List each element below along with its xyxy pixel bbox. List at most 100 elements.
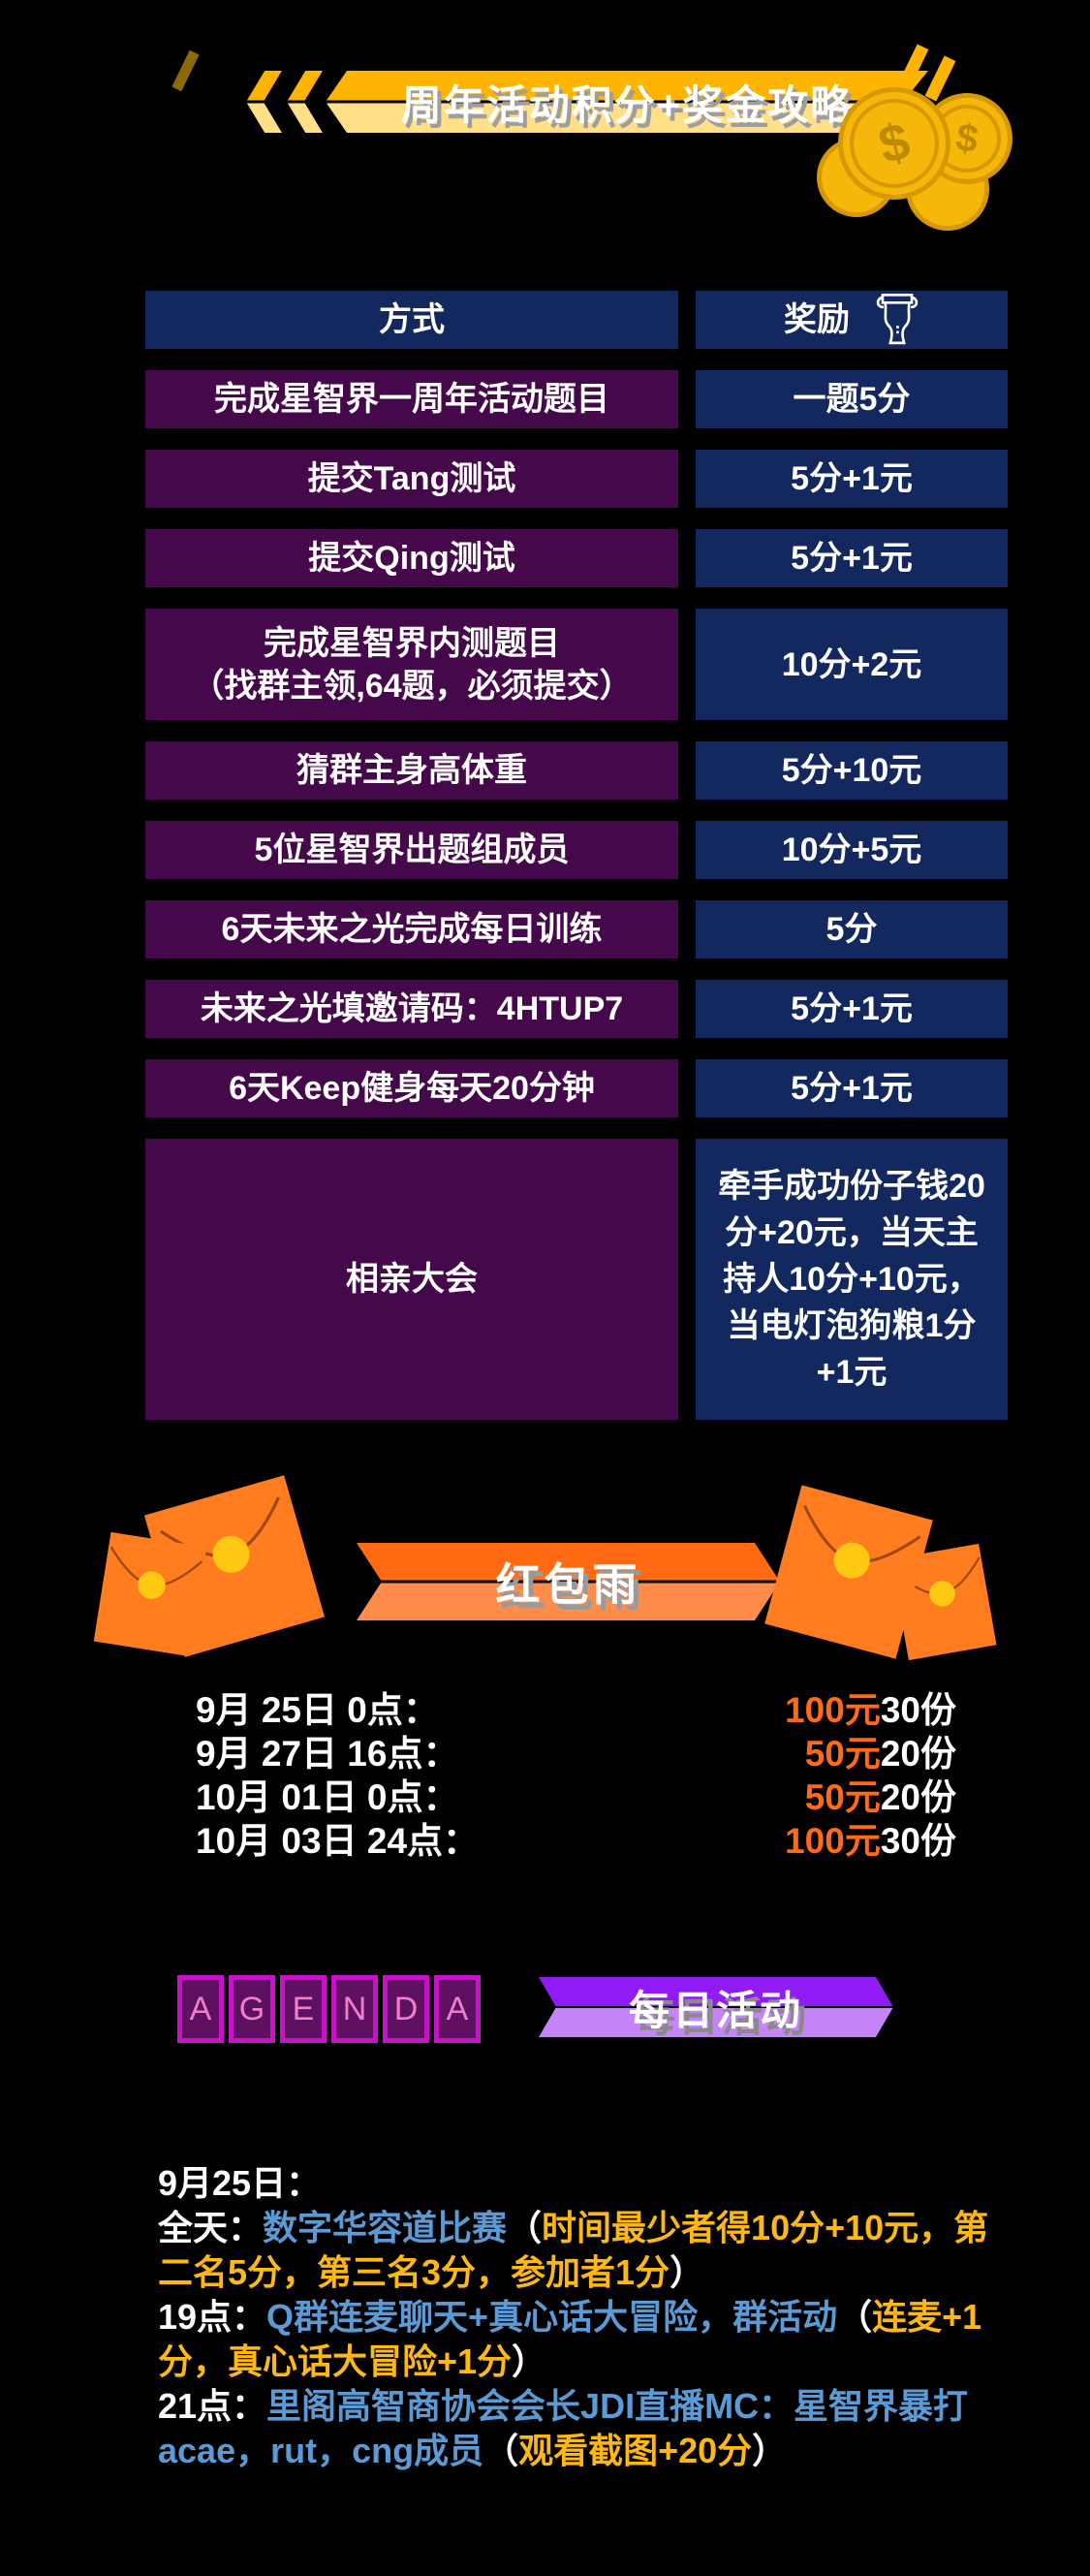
schedule-prize: 100元30份 xyxy=(610,1681,964,1733)
schedule-prize: 100元30份 xyxy=(610,1811,964,1864)
method-cell: 6天未来之光完成每日训练 xyxy=(145,900,678,958)
points-table: 方式 奖励 完成星智界一周年活动题目 一题5分 提交 xyxy=(145,291,1008,1420)
schedule-date: 9月 25日 0点： xyxy=(196,1689,439,1730)
red-packet-title: 红包雨 xyxy=(495,1559,641,1610)
table-row: 提交Tang测试 5分+1元 xyxy=(145,450,1008,508)
gold-coins-icon: $ $ xyxy=(817,87,1012,235)
schedule-count: 30份 xyxy=(880,1820,956,1861)
schedule-amount: 100元 xyxy=(785,1820,881,1861)
table-row: 6天未来之光完成每日训练 5分 xyxy=(145,900,1008,958)
paren-close: ） xyxy=(670,2252,705,2292)
red-packet-icon xyxy=(93,1531,207,1657)
daily-time: 21点： xyxy=(158,2386,267,2426)
reward-cell: 5分+1元 xyxy=(696,450,1008,508)
schedule-count: 20份 xyxy=(880,1733,956,1774)
schedule-amount: 50元 xyxy=(804,1776,881,1817)
reward-cell: 5分+1元 xyxy=(696,980,1008,1038)
method-cell: 提交Qing测试 xyxy=(145,529,678,587)
chevron-left-icon xyxy=(287,71,323,133)
daily-date-heading: 9月25日： xyxy=(158,2163,322,2203)
decor-slash-icon xyxy=(171,49,200,92)
schedule-amount: 50元 xyxy=(804,1733,881,1774)
table-row: 未来之光填邀请码：4HTUP7 5分+1元 xyxy=(145,980,1008,1038)
reward-cell: 5分 xyxy=(696,900,1008,958)
daily-bonus: 观看截图+20分 xyxy=(518,2431,753,2470)
paren-open: （ xyxy=(507,2208,543,2247)
daily-activity: 数字华容道比赛 xyxy=(263,2208,508,2247)
method-header-cell: 方式 xyxy=(145,291,678,349)
red-packet-schedule: 9月 25日 0点： 100元30份 9月 27日 16点： 50元20份 10… xyxy=(145,1684,964,1861)
agenda-tile: D xyxy=(383,1975,429,2043)
daily-activity: Q群连麦聊天+真心话大冒险，群活动 xyxy=(266,2297,838,2337)
paren-open: （ xyxy=(483,2431,519,2470)
schedule-count: 30份 xyxy=(880,1689,956,1730)
coin-ring xyxy=(850,99,939,188)
daily-time: 全天： xyxy=(158,2208,264,2247)
schedule-date: 10月 01日 0点： xyxy=(196,1776,459,1817)
paren-close: ） xyxy=(752,2431,788,2470)
coin-icon: $ xyxy=(838,87,950,200)
schedule-row: 10月 03日 24点： 100元30份 xyxy=(145,1815,964,1861)
table-row: 猜群主身高体重 5分+10元 xyxy=(145,741,1008,800)
agenda-tile: E xyxy=(280,1975,327,2043)
daily-item: 全天：数字华容道比赛（时间最少者得10分+10元，第二名5分，第三名3分，参加者… xyxy=(158,2206,1018,2295)
paren-close: ） xyxy=(512,2341,547,2381)
red-packet-icons-left xyxy=(93,1475,354,1667)
table-row: 6天Keep健身每天20分钟 5分+1元 xyxy=(145,1059,1008,1117)
method-cell: 未来之光填邀请码：4HTUP7 xyxy=(145,980,678,1038)
method-cell: 相亲大会 xyxy=(145,1139,678,1420)
schedule-amount: 100元 xyxy=(785,1689,881,1730)
daily-item: 21点：里阁高智商协会会长JDI直播MC：星智界暴打acae，rut，cng成员… xyxy=(158,2384,1018,2473)
page-title: 周年活动积分+奖金攻略 xyxy=(400,81,854,128)
schedule-date: 9月 27日 16点： xyxy=(196,1733,459,1774)
paren-open: （ xyxy=(837,2297,873,2337)
daily-activities: 9月25日： 全天：数字华容道比赛（时间最少者得10分+10元，第二名5分，第三… xyxy=(158,2161,1018,2473)
reward-cell: 5分+10元 xyxy=(696,741,1008,800)
method-cell: 5位星智界出题组成员 xyxy=(145,821,678,879)
method-cell: 猜群主身高体重 xyxy=(145,741,678,800)
trophy-icon xyxy=(876,294,919,345)
daily-activity-title: 每日活动 xyxy=(628,1987,803,2033)
agenda-tile: G xyxy=(229,1975,275,2043)
daily-time: 19点： xyxy=(158,2297,267,2337)
schedule-row: 9月 27日 16点： 50元20份 xyxy=(145,1728,964,1774)
table-row: 5位星智界出题组成员 10分+5元 xyxy=(145,821,1008,879)
table-header-row: 方式 奖励 xyxy=(145,291,1008,349)
reward-cell: 10分+5元 xyxy=(696,821,1008,879)
daily-activity: 里阁高智商协会会长JDI直播MC：星智界暴打acae，rut，cng成员 xyxy=(158,2386,969,2470)
red-packet-icon xyxy=(764,1485,933,1659)
schedule-row: 10月 01日 0点： 50元20份 xyxy=(145,1772,964,1817)
schedule-count: 20份 xyxy=(880,1776,956,1817)
reward-cell: 10分+2元 xyxy=(696,609,1008,720)
method-cell: 6天Keep健身每天20分钟 xyxy=(145,1059,678,1117)
agenda-tile: A xyxy=(434,1975,481,2043)
agenda-letter-tiles: A G E N D A xyxy=(177,1975,481,2043)
reward-cell: 一题5分 xyxy=(696,370,1008,428)
reward-cell: 5分+1元 xyxy=(696,529,1008,587)
schedule-date: 10月 03日 24点： xyxy=(196,1820,480,1861)
agenda-tile: N xyxy=(331,1975,378,2043)
reward-cell: 5分+1元 xyxy=(696,1059,1008,1117)
chevron-left-icon xyxy=(246,71,282,133)
reward-cell: 牵手成功份子钱20分+20元，当天主持人10分+10元，当电灯泡狗粮1分+1元 xyxy=(696,1139,1008,1420)
daily-bonus: 时间最少者得10分+10元，第二名5分，第三名3分，参加者1分 xyxy=(158,2208,989,2292)
table-row: 完成星智界内测题目 （找群主领,64题，必须提交） 10分+2元 xyxy=(145,609,1008,720)
red-packet-icons-right xyxy=(764,1485,1006,1675)
method-cell: 完成星智界一周年活动题目 xyxy=(145,370,678,428)
daily-item: 19点：Q群连麦聊天+真心话大冒险，群活动（连麦+1分，真心话大冒险+1分） xyxy=(158,2295,1018,2384)
schedule-prize: 50元20份 xyxy=(610,1768,964,1820)
red-packet-banner: 红包雨 xyxy=(357,1543,780,1620)
reward-header-cell: 奖励 xyxy=(696,291,1008,349)
table-row: 完成星智界一周年活动题目 一题5分 xyxy=(145,370,1008,428)
method-cell: 完成星智界内测题目 （找群主领,64题，必须提交） xyxy=(145,609,678,720)
schedule-row: 9月 25日 0点： 100元30份 xyxy=(145,1684,964,1730)
daily-activity-banner: 每日活动 xyxy=(539,1977,893,2037)
table-row: 提交Qing测试 5分+1元 xyxy=(145,529,1008,587)
agenda-tile: A xyxy=(177,1975,224,2043)
daily-bonus: 连麦+1分，真心话大冒险+1分 xyxy=(158,2297,982,2381)
title-banner: 周年活动积分+奖金攻略 xyxy=(326,71,928,133)
reward-header-label: 奖励 xyxy=(784,301,850,338)
table-row: 相亲大会 牵手成功份子钱20分+20元，当天主持人10分+10元，当电灯泡狗粮1… xyxy=(145,1139,1008,1420)
schedule-prize: 50元20份 xyxy=(610,1724,964,1776)
